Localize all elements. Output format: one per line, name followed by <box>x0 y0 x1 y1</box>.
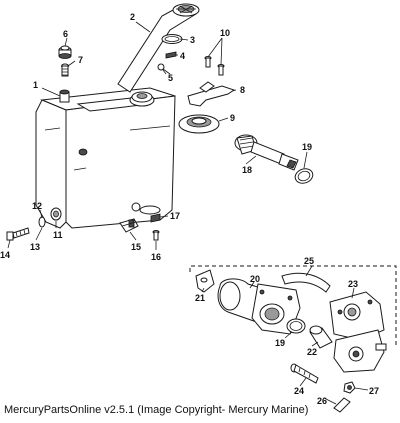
callout-11: 11 <box>53 230 63 240</box>
callout-20: 20 <box>250 274 260 284</box>
callout-9: 9 <box>230 113 235 123</box>
screws-10[interactable] <box>204 56 225 76</box>
callout-24: 24 <box>294 386 304 396</box>
plug-11[interactable] <box>50 207 62 221</box>
sleeve-22[interactable] <box>309 325 333 349</box>
o-ring-19-upper[interactable] <box>293 166 315 185</box>
screw-5[interactable] <box>157 63 171 75</box>
bolt-24[interactable] <box>290 363 319 384</box>
callout-3: 3 <box>190 35 195 45</box>
callout-6: 6 <box>63 29 68 39</box>
sensor-15[interactable] <box>119 218 139 233</box>
callout-14: 14 <box>0 250 10 260</box>
nut-27[interactable] <box>343 381 356 394</box>
callout-21: 21 <box>195 293 205 303</box>
callout-7: 7 <box>78 55 83 65</box>
screw-16[interactable] <box>152 230 160 241</box>
mounting-bracket[interactable] <box>187 81 236 107</box>
callout-8: 8 <box>240 85 245 95</box>
washer-13[interactable] <box>38 216 46 228</box>
callout-4: 4 <box>180 51 185 61</box>
callout-15: 15 <box>131 242 141 252</box>
oil-pump[interactable] <box>329 291 387 373</box>
copyright-footer: MercuryPartsOnline v2.5.1 (Image Copyrig… <box>4 404 309 416</box>
callout-23: 23 <box>348 279 358 289</box>
callout-26: 26 <box>317 396 327 406</box>
oil-pickup-tube[interactable] <box>234 134 299 171</box>
callout-10: 10 <box>220 28 230 38</box>
callout-18: 18 <box>242 165 252 175</box>
callout-13: 13 <box>30 242 40 252</box>
o-ring-19-lower[interactable] <box>286 318 306 334</box>
dashed-boundary <box>189 265 397 348</box>
fitting-26[interactable] <box>333 397 351 413</box>
tank-cap[interactable] <box>58 45 72 59</box>
callout-5: 5 <box>168 73 173 83</box>
clip-17[interactable] <box>150 213 161 223</box>
callout-25: 25 <box>304 256 314 266</box>
callout-19-upper: 19 <box>302 142 312 152</box>
hose-25[interactable] <box>281 272 331 293</box>
callout-16: 16 <box>151 252 161 262</box>
callout-22: 22 <box>307 347 317 357</box>
callout-17: 17 <box>170 211 180 221</box>
leader-lines <box>7 21 369 405</box>
pump-housing[interactable] <box>217 278 301 335</box>
callout-12: 12 <box>32 201 42 211</box>
callout-2: 2 <box>130 12 135 22</box>
filler-neck-hose[interactable] <box>117 3 200 93</box>
fitting-21[interactable] <box>195 269 215 293</box>
callout-27: 27 <box>369 386 379 396</box>
callout-19-lower: 19 <box>275 338 285 348</box>
clip[interactable] <box>165 51 177 59</box>
bolt-7[interactable] <box>61 63 69 77</box>
callout-1: 1 <box>33 80 38 90</box>
callout-numbers: 1 2 3 4 5 6 7 8 9 10 11 12 13 14 15 16 1… <box>0 12 379 406</box>
grommet[interactable] <box>178 114 220 134</box>
oil-tank[interactable] <box>35 87 176 229</box>
bolt-14[interactable] <box>6 227 30 241</box>
